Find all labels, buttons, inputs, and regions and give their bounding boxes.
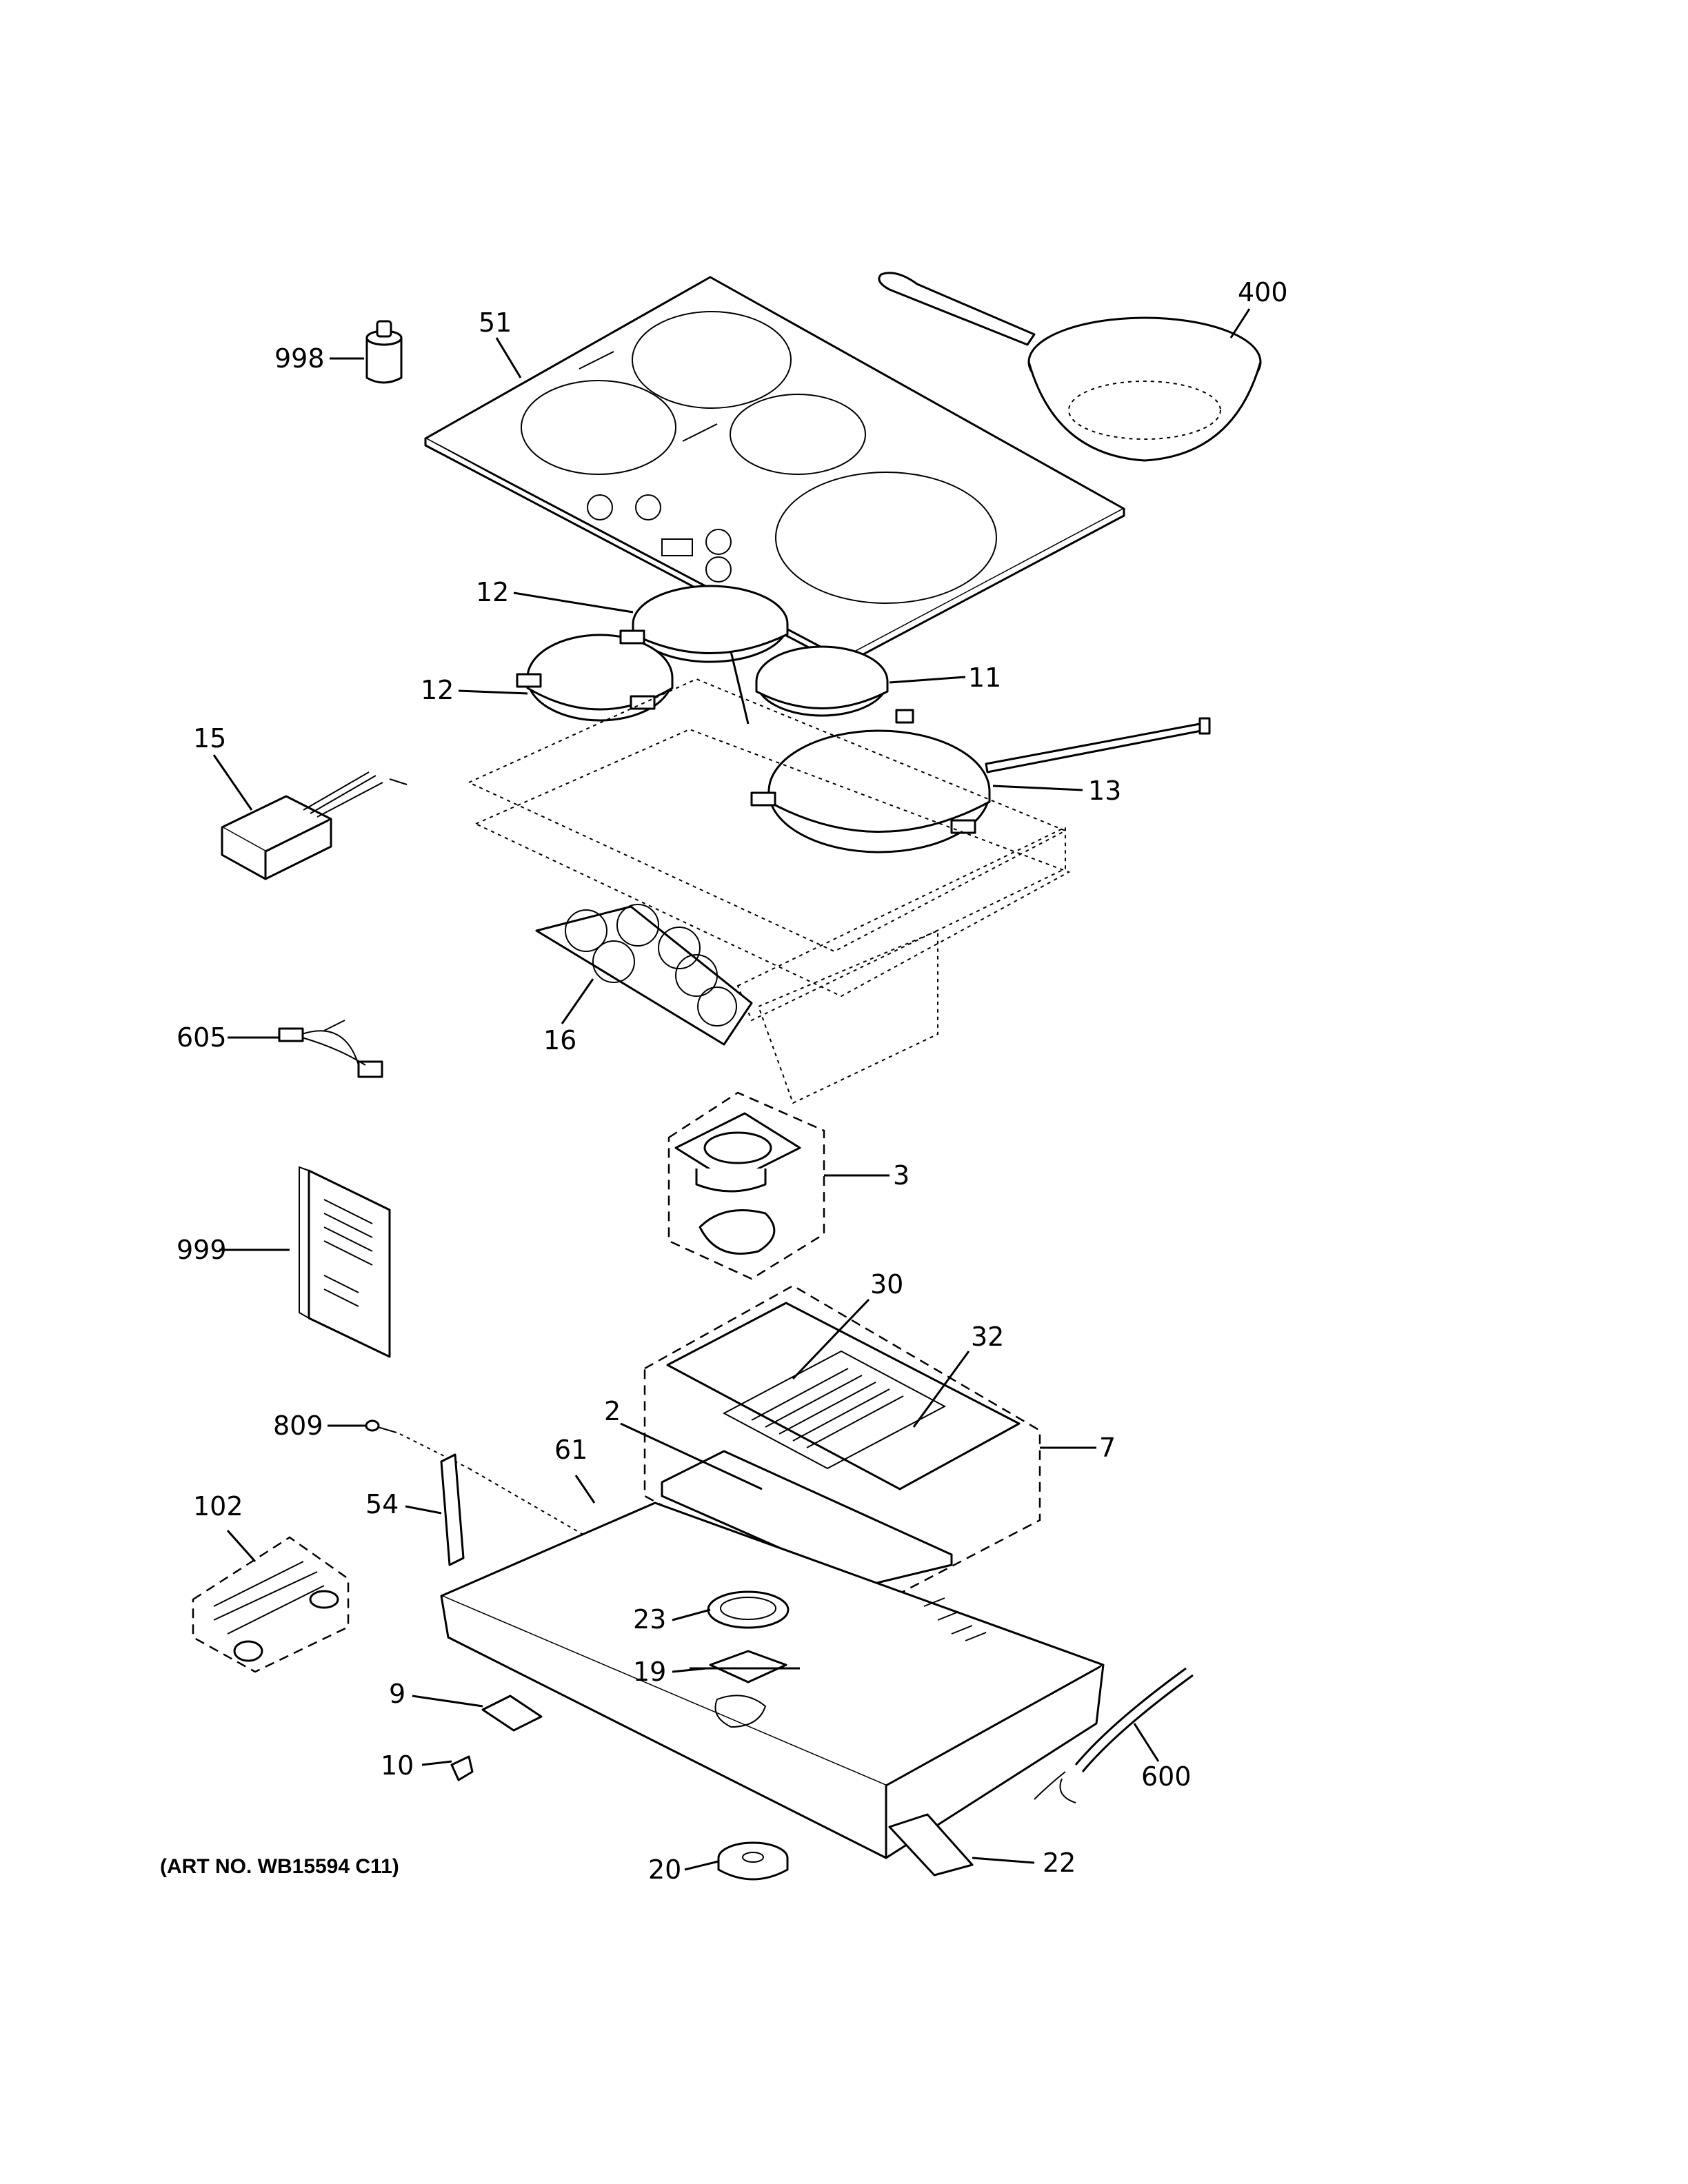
part-22-label: [888, 1813, 974, 1877]
callout-7: 7: [1099, 1433, 1116, 1463]
part-16-control-board: [535, 904, 753, 1046]
callout-600: 600: [1141, 1761, 1192, 1792]
part-605-wire-harness: [278, 1020, 383, 1078]
part-7-power-assembly: [643, 1284, 1041, 1615]
part-600-conduit: [1034, 1667, 1194, 1803]
callout-809: 809: [273, 1410, 323, 1441]
callout-12-left: 12: [421, 675, 454, 705]
callout-11: 11: [968, 663, 1001, 693]
callout-51: 51: [479, 307, 512, 338]
callout-12-rear: 12: [476, 577, 509, 607]
callout-13: 13: [1088, 776, 1121, 806]
part-11-coil-right-small: [755, 645, 889, 717]
part-400-frying-pan: [878, 272, 1262, 462]
part-12-coil-rear: [632, 585, 789, 725]
part-102-terminal-block-kit: [192, 1536, 350, 1673]
callout-32: 32: [971, 1322, 1004, 1352]
part-20-filter-ring: [717, 1841, 789, 1881]
callout-15: 15: [193, 723, 226, 754]
callout-3: 3: [893, 1160, 910, 1191]
part-9-clip: [481, 1695, 543, 1732]
part-54-bracket: [440, 1453, 601, 1566]
part-12-coil-left: [516, 629, 674, 722]
callout-2: 2: [604, 1396, 621, 1426]
part-61-bottom-pan: [440, 1502, 1105, 1859]
callout-605: 605: [177, 1022, 227, 1053]
part-998-cleaner-bottle: [365, 320, 403, 384]
callout-10: 10: [381, 1750, 414, 1781]
callout-22: 22: [1043, 1848, 1076, 1878]
part-10-clip: [450, 1755, 474, 1781]
callout-54: 54: [365, 1489, 399, 1519]
part-13-coil-large: [750, 709, 1211, 853]
part-3-fan-assembly: [667, 1091, 825, 1280]
callout-998: 998: [274, 343, 325, 374]
callout-23: 23: [633, 1604, 666, 1635]
part-15-module-box: [221, 771, 408, 880]
callout-30: 30: [870, 1269, 903, 1300]
callout-102: 102: [193, 1491, 243, 1521]
part-19-fan-bracket: [690, 1650, 800, 1684]
callout-999: 999: [177, 1235, 227, 1265]
leader-lines: [212, 308, 1251, 1871]
callout-400: 400: [1238, 277, 1288, 307]
art-number: (ART NO. WB15594 C11): [160, 1855, 399, 1878]
callout-20: 20: [648, 1854, 681, 1885]
callout-19: 19: [633, 1657, 666, 1687]
part-23-ring: [707, 1590, 790, 1629]
part-809-screw: [365, 1419, 470, 1469]
callout-61: 61: [554, 1435, 587, 1465]
callout-9: 9: [389, 1679, 405, 1709]
callout-16: 16: [543, 1025, 576, 1055]
part-999-owners-manual: [299, 1166, 391, 1358]
